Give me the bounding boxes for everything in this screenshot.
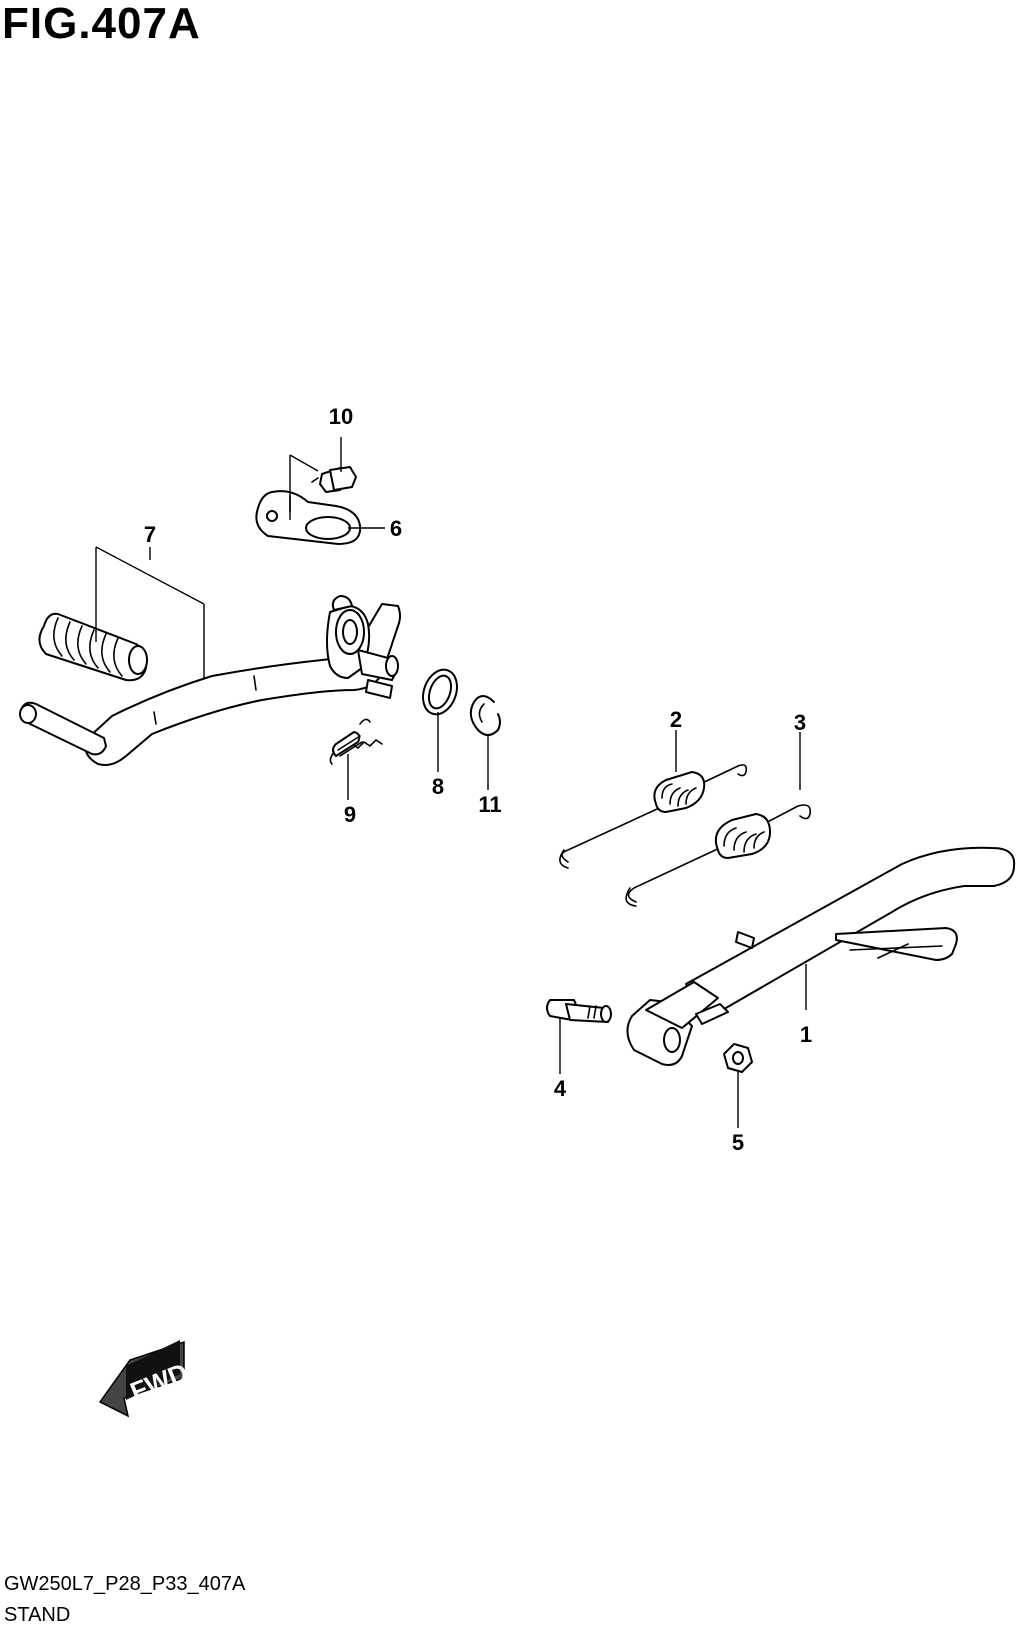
callout-4: 4 xyxy=(554,1076,567,1101)
figure-code: GW250L7_P28_P33_407A xyxy=(4,1573,246,1595)
forward-arrow-icon: FWD xyxy=(98,1340,192,1418)
callout-1: 1 xyxy=(800,1022,812,1047)
callout-8: 8 xyxy=(432,774,444,799)
callout-5: 5 xyxy=(732,1130,744,1155)
part-11-circlip[interactable] xyxy=(469,695,501,736)
part-5-nut[interactable] xyxy=(723,1043,753,1073)
part-10-bolt[interactable] xyxy=(311,466,357,493)
part-7-brake-pedal[interactable] xyxy=(19,595,401,766)
callout-7: 7 xyxy=(144,522,156,547)
callout-6: 6 xyxy=(390,516,402,541)
figure-name: STAND xyxy=(4,1604,71,1626)
part-2-spring[interactable] xyxy=(559,764,748,869)
part-9-spring[interactable] xyxy=(329,718,383,765)
callout-10: 10 xyxy=(329,404,353,429)
part-4-pivot-bolt[interactable] xyxy=(546,999,612,1023)
callout-3: 3 xyxy=(794,710,806,735)
callout-9: 9 xyxy=(344,802,356,827)
callout-11: 11 xyxy=(478,792,501,817)
part-8-washer[interactable] xyxy=(417,665,463,719)
part-6-bracket[interactable] xyxy=(255,490,362,545)
part-3-spring[interactable] xyxy=(625,804,812,907)
part-1-side-stand[interactable] xyxy=(626,846,1016,1066)
callout-2: 2 xyxy=(670,707,682,732)
figure-title: FIG.407A xyxy=(2,0,201,48)
